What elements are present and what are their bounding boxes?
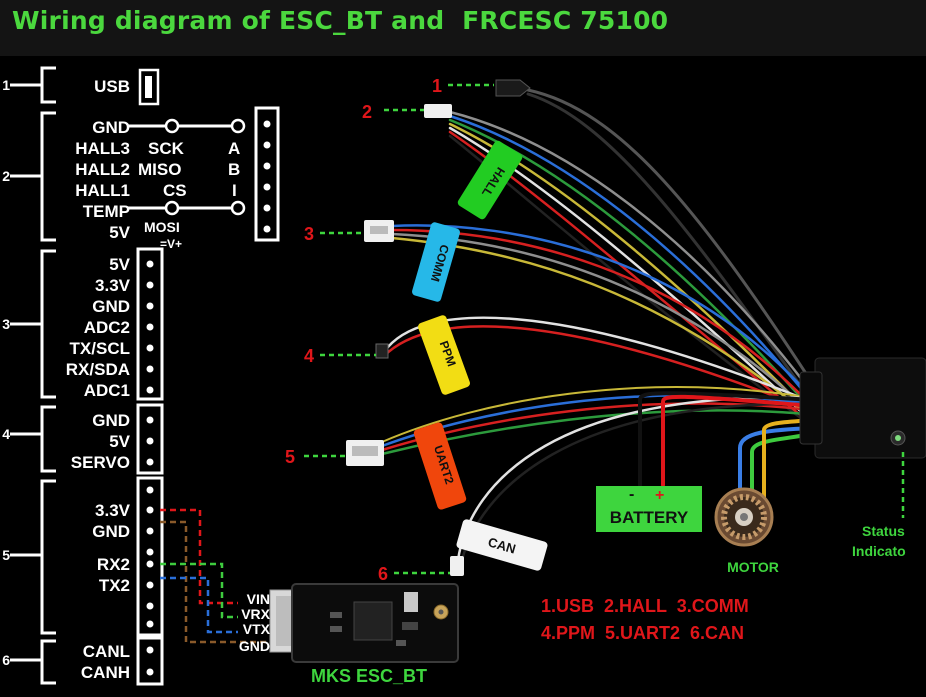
cable-legend: 1.USB 2.HALL 3.COMM 4.PPM 5.UART2 6.CAN xyxy=(541,596,749,643)
pin-header xyxy=(136,247,164,401)
battery-plus: + xyxy=(655,487,664,504)
cable-leaders xyxy=(304,83,905,575)
esc-bt-pin: VTX xyxy=(243,621,271,637)
battery: - + BATTERY xyxy=(596,486,702,532)
pin-header xyxy=(136,476,164,637)
pin-label: TX2 xyxy=(99,576,130,595)
status-label: Indicato xyxy=(852,543,906,559)
pin-header xyxy=(136,403,164,475)
spi-label: MOSI xyxy=(144,219,180,235)
wire-gnd xyxy=(160,520,290,644)
group-number-5: 5 xyxy=(2,547,10,563)
cable-number: 5 xyxy=(285,447,295,467)
cable-connectors xyxy=(346,79,531,576)
cable-tags: HALL COMM PPM UART2 CAN xyxy=(412,140,548,571)
pin-label: GND xyxy=(92,118,130,137)
svg-text:CAN: CAN xyxy=(486,534,517,556)
wire-vin xyxy=(160,508,238,605)
spi-label: CS xyxy=(163,181,187,200)
pin-label: HALL1 xyxy=(75,181,130,200)
status-label: Status xyxy=(862,523,905,539)
pin-label: CANH xyxy=(81,663,130,682)
pin-header xyxy=(136,636,164,686)
pin-label: GND xyxy=(92,411,130,430)
esc-bt-pin: VIN xyxy=(247,591,270,607)
ppm-tag: PPM xyxy=(418,315,470,395)
wire-vtx xyxy=(160,576,238,634)
pin-label: CANL xyxy=(83,642,130,661)
encoder-label: A xyxy=(228,139,240,158)
esc-bt-pin: GND xyxy=(239,638,270,654)
motor-label: MOTOR xyxy=(727,559,779,575)
cable-number: 3 xyxy=(304,224,314,244)
comm-tag: COMM xyxy=(412,222,460,302)
cable-harness xyxy=(380,88,822,562)
uart2-tag: UART2 xyxy=(413,422,467,510)
pin-label: TX/SCL xyxy=(70,339,130,358)
battery-minus: - xyxy=(629,486,634,503)
diagram-title: Wiring diagram of ESC_BT and FRCESC 7510… xyxy=(12,6,669,35)
pin-label: USB xyxy=(94,77,130,96)
legend-line: 1.USB 2.HALL 3.COMM xyxy=(541,596,749,616)
pin-label: GND xyxy=(92,522,130,541)
pin-label: RX/SDA xyxy=(66,360,130,379)
esc-bt-module xyxy=(269,583,459,663)
pin-label: 5V xyxy=(109,255,130,274)
cable-number: 6 xyxy=(378,564,388,584)
hall-tag: HALL xyxy=(457,140,523,220)
group-number-3: 3 xyxy=(2,316,10,332)
legend-line: 4.PPM 5.UART2 6.CAN xyxy=(541,623,744,643)
usb-port-icon xyxy=(138,68,160,106)
pin-label: 5V xyxy=(109,432,130,451)
esc-bt-label: MKS ESC_BT xyxy=(311,666,427,686)
group-number-1: 1 xyxy=(2,77,10,93)
cable-number: 4 xyxy=(304,346,314,366)
pin-groups: 1 2 3 4 5 6 USB GND HALL3 HALL2 HALL1 TE… xyxy=(2,66,290,686)
pin-label: 3.3V xyxy=(95,276,131,295)
pin-label: 3.3V xyxy=(95,501,131,520)
pin-label: RX2 xyxy=(97,555,130,574)
spi-label: SCK xyxy=(148,139,185,158)
pin-label: 5V xyxy=(109,223,130,242)
frcesc-controller xyxy=(799,357,926,459)
pin-label: HALL3 xyxy=(75,139,130,158)
encoder-label: I xyxy=(232,181,237,200)
group-number-2: 2 xyxy=(2,168,10,184)
pin-label: TEMP xyxy=(83,202,130,221)
group-number-4: 4 xyxy=(2,426,10,442)
pin-label: SERVO xyxy=(71,453,130,472)
pin-label: ADC1 xyxy=(84,381,130,400)
pin-label: HALL2 xyxy=(75,160,130,179)
battery-label: BATTERY xyxy=(610,508,689,527)
cable-number: 1 xyxy=(432,76,442,96)
cable-number: 2 xyxy=(362,102,372,122)
sensor-connector xyxy=(254,106,280,242)
group-number-6: 6 xyxy=(2,652,10,668)
motor-icon xyxy=(714,487,774,547)
esc-bt-pin: VRX xyxy=(241,606,270,622)
encoder-label: B xyxy=(228,160,240,179)
pin-label: ADC2 xyxy=(84,318,130,337)
spi-label: MISO xyxy=(138,160,181,179)
spi-label: =V+ xyxy=(160,237,182,251)
pin-label: GND xyxy=(92,297,130,316)
can-tag: CAN xyxy=(456,519,548,571)
wire-vrx xyxy=(160,562,238,619)
